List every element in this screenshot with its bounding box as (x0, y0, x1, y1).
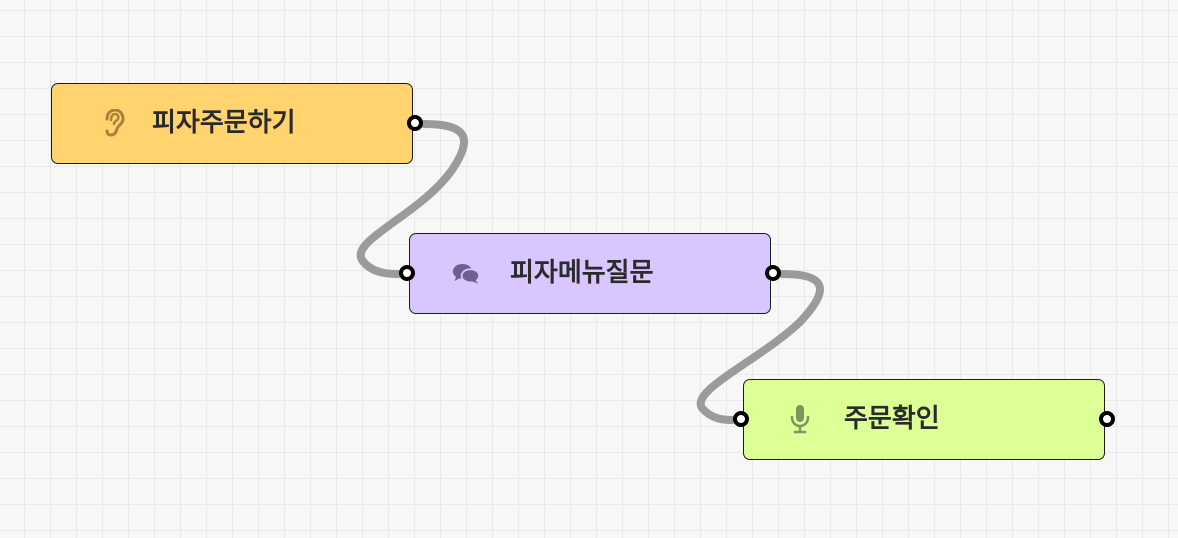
microphone-icon (786, 405, 814, 434)
node-pizza-order[interactable]: 피자주문하기 (51, 83, 423, 164)
edge-order-to-menu[interactable] (356, 120, 469, 278)
node-label: 주문확인 (844, 404, 940, 434)
ear-icon (100, 109, 128, 137)
edge-menu-to-confirm[interactable] (696, 270, 824, 424)
node-pizza-menu-question[interactable]: 피자메뉴질문 (399, 233, 781, 314)
chat-bubbles-icon (452, 260, 480, 288)
node-order-confirm[interactable]: 주문확인 (733, 379, 1115, 460)
output-port[interactable] (765, 265, 781, 281)
output-port[interactable] (407, 115, 423, 131)
input-port[interactable] (733, 411, 749, 427)
node-label: 피자주문하기 (152, 108, 296, 138)
node-label: 피자메뉴질문 (510, 258, 654, 288)
output-port[interactable] (1099, 411, 1115, 427)
input-port[interactable] (399, 265, 415, 281)
